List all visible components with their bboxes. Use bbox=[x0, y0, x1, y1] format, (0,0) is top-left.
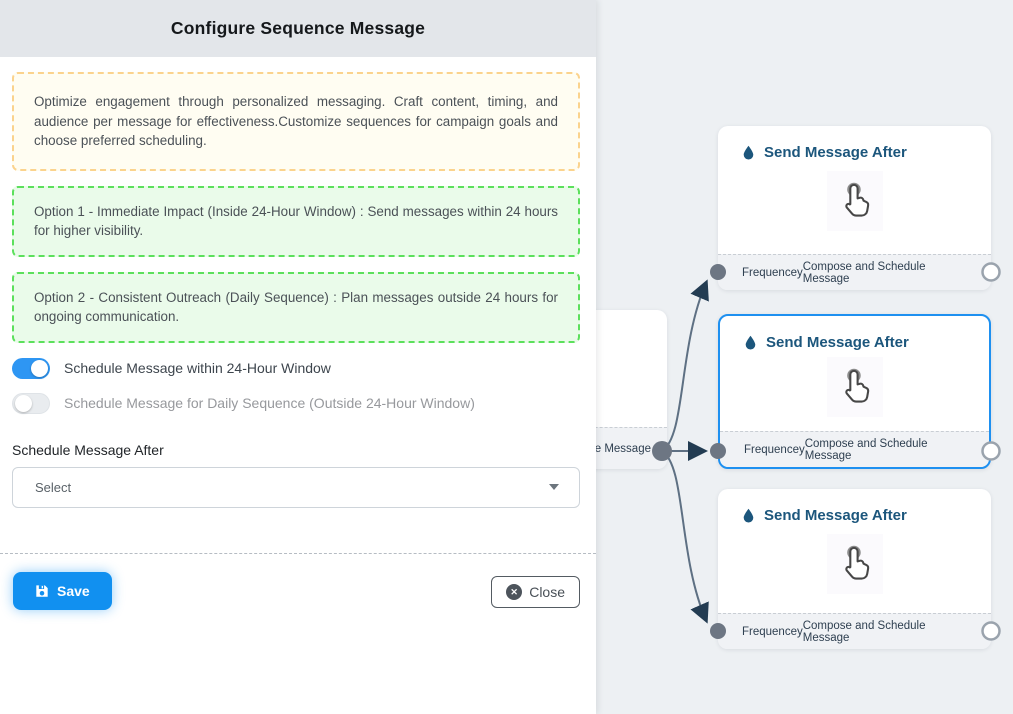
toggle-knob bbox=[15, 395, 32, 413]
edge-to-node-1 bbox=[661, 279, 709, 452]
edge-to-node-3 bbox=[661, 450, 709, 624]
save-button-label: Save bbox=[57, 583, 90, 599]
option1-note: Option 1 - Immediate Impact (Inside 24-H… bbox=[12, 185, 580, 257]
panel-header: Configure Sequence Message bbox=[0, 0, 596, 57]
select-placeholder: Select bbox=[35, 479, 72, 495]
send-message-after-node-2[interactable]: Send Message After Frequencey Compose an… bbox=[718, 314, 991, 469]
save-icon bbox=[36, 585, 48, 597]
node-icon-box bbox=[826, 357, 883, 417]
toggle-knob bbox=[31, 359, 48, 377]
schedule-after-select[interactable]: Select bbox=[12, 466, 580, 508]
send-message-after-node-3[interactable]: Send Message After Frequencey Compose an… bbox=[718, 489, 991, 649]
save-button[interactable]: Save bbox=[13, 572, 112, 610]
tap-hand-icon bbox=[844, 368, 869, 403]
daily-sequence-toggle[interactable] bbox=[12, 392, 50, 414]
toggle-row-within-24h: Schedule Message within 24-Hour Window bbox=[12, 357, 580, 379]
panel-body: Optimize engagement through personalized… bbox=[0, 57, 596, 508]
node-title-text: Send Message After bbox=[766, 334, 909, 351]
close-button-label: Close bbox=[529, 584, 565, 600]
close-button[interactable]: ✕ Close bbox=[491, 576, 580, 608]
page-title: Configure Sequence Message bbox=[170, 18, 426, 38]
daily-sequence-toggle-label: Schedule Message for Daily Sequence (Out… bbox=[64, 395, 475, 412]
frequency-port-label[interactable]: Frequencey bbox=[742, 625, 803, 638]
panel-footer: Save ✕ Close bbox=[0, 553, 596, 610]
node-title: Send Message After bbox=[720, 316, 989, 351]
configure-panel: Configure Sequence Message Optimize enga… bbox=[0, 0, 596, 610]
within-24h-toggle[interactable] bbox=[12, 357, 50, 379]
node-footer: Frequencey Compose and Schedule Message bbox=[718, 254, 991, 290]
compose-schedule-label[interactable]: Compose and Schedule Message bbox=[802, 619, 926, 644]
droplet-icon bbox=[743, 145, 754, 160]
option2-note: Option 2 - Consistent Outreach (Daily Se… bbox=[12, 271, 580, 343]
frequency-port-label[interactable]: Frequencey bbox=[744, 443, 805, 456]
compose-schedule-label[interactable]: Compose and Schedule Message bbox=[802, 260, 926, 285]
node-title: Send Message After bbox=[718, 489, 991, 524]
schedule-after-label: Schedule Message After bbox=[12, 441, 164, 458]
droplet-icon bbox=[745, 335, 756, 350]
intro-note: Optimize engagement through personalized… bbox=[12, 72, 580, 171]
toggle-row-daily-sequence: Schedule Message for Daily Sequence (Out… bbox=[12, 392, 580, 414]
chevron-down-icon bbox=[549, 484, 559, 491]
tap-hand-icon bbox=[844, 545, 869, 580]
compose-schedule-label[interactable]: Compose and Schedule Message bbox=[804, 437, 928, 462]
within-24h-toggle-label: Schedule Message within 24-Hour Window bbox=[64, 360, 331, 377]
tap-hand-icon bbox=[844, 182, 869, 217]
node-title-text: Send Message After bbox=[764, 144, 907, 161]
frequency-port-label[interactable]: Frequencey bbox=[742, 266, 803, 279]
source-node-output-label: ce Message bbox=[596, 442, 651, 455]
node-icon-box bbox=[826, 534, 883, 594]
source-node-partial[interactable]: ce Message bbox=[596, 310, 667, 469]
flow-canvas[interactable]: ce Message Send Message After Frequencey… bbox=[596, 0, 1013, 714]
node-title-text: Send Message After bbox=[764, 507, 907, 524]
node-footer: Frequencey Compose and Schedule Message bbox=[718, 613, 991, 649]
node-footer: Frequencey Compose and Schedule Message bbox=[720, 431, 989, 467]
close-icon: ✕ bbox=[506, 584, 523, 600]
send-message-after-node-1[interactable]: Send Message After Frequencey Compose an… bbox=[718, 126, 991, 290]
node-icon-box bbox=[826, 171, 883, 231]
node-title: Send Message After bbox=[718, 126, 991, 161]
source-node-footer: ce Message bbox=[596, 427, 667, 469]
droplet-icon bbox=[743, 508, 754, 523]
